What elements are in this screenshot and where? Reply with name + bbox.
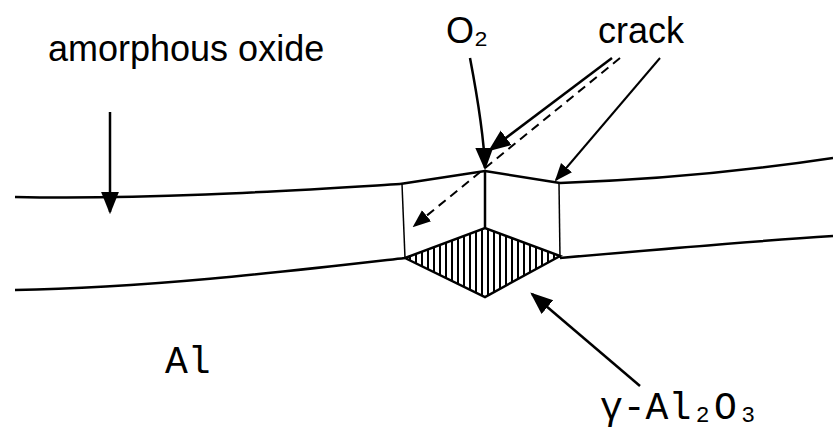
- leader-line: [532, 294, 640, 386]
- phase-label: γ-Al₂O₃: [600, 388, 828, 430]
- oxide-top-line: [560, 158, 833, 183]
- crack-edge: [484, 171, 487, 228]
- gas-label: O₂: [446, 12, 516, 50]
- metal-label: Al: [165, 342, 255, 384]
- crack-label: crack: [598, 12, 728, 50]
- oxide-top-line: [15, 184, 400, 198]
- interface-line: [15, 258, 405, 290]
- gamma-alumina: [405, 228, 560, 297]
- leader-line: [109, 112, 112, 212]
- leader-line: [470, 58, 485, 168]
- interface-line: [560, 236, 833, 258]
- layer-label: amorphous oxide: [48, 30, 338, 68]
- crack-edge: [402, 184, 405, 258]
- leader-line: [556, 58, 660, 180]
- crack-edge: [559, 183, 560, 258]
